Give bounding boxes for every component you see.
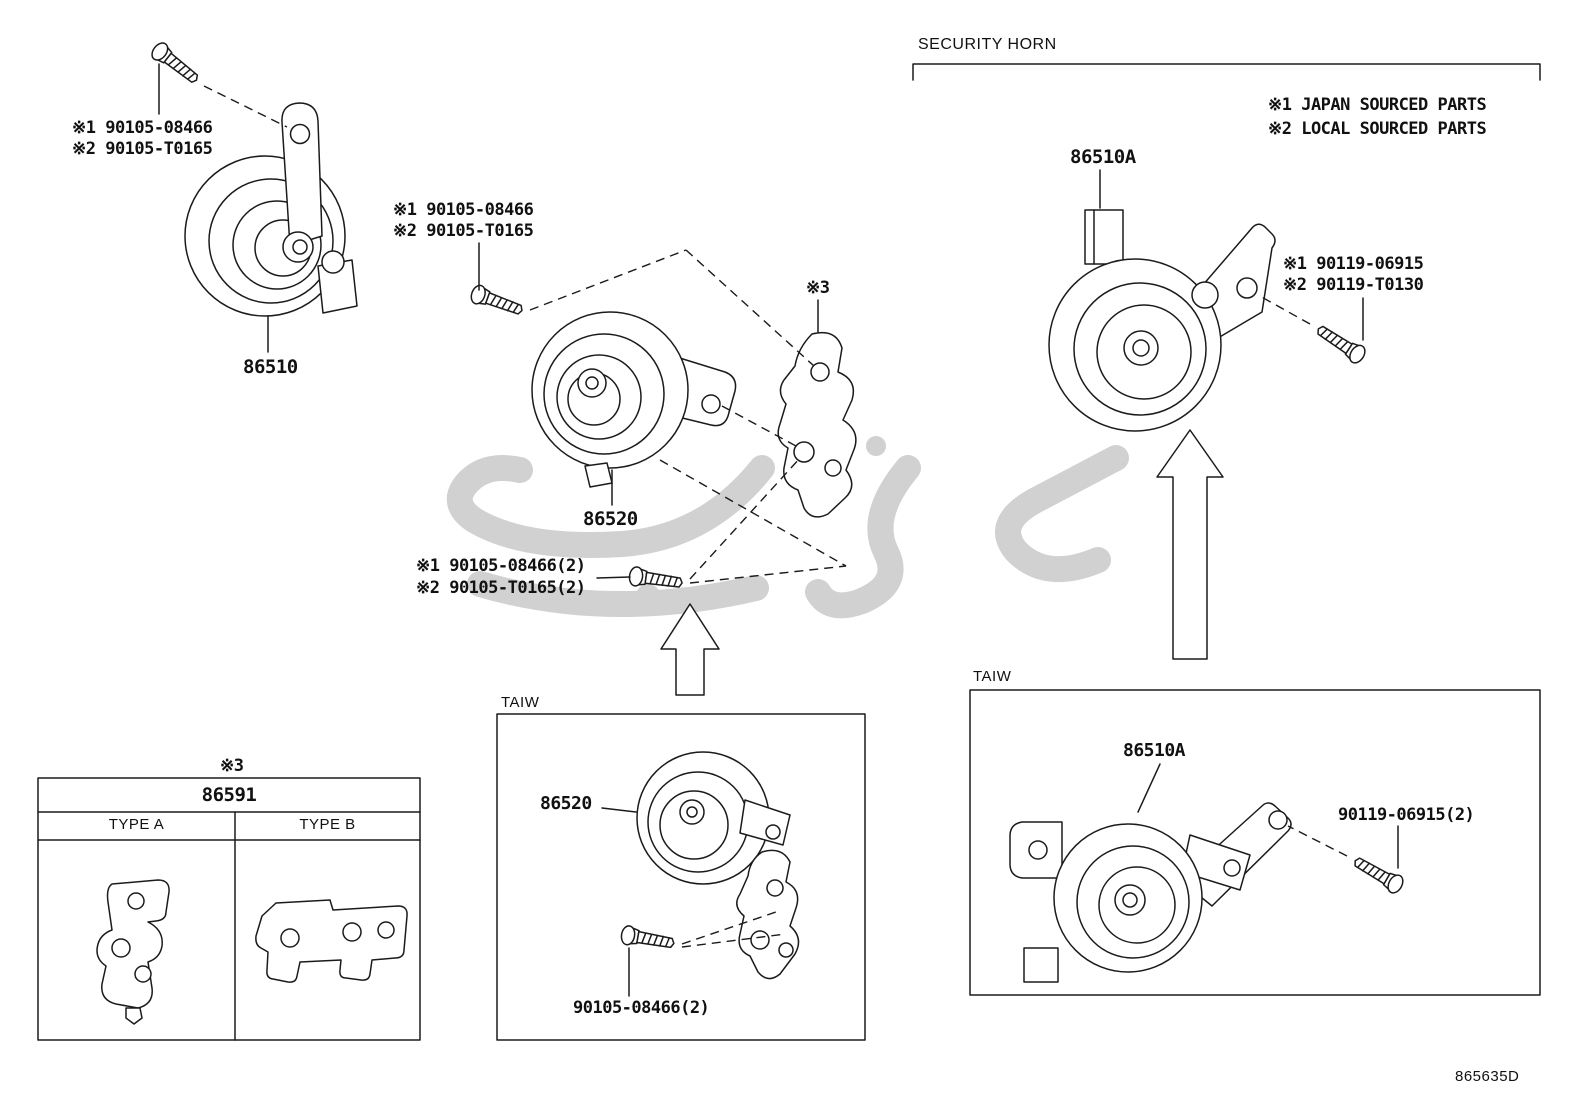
bolt-icon xyxy=(1312,320,1369,367)
bracket-table-ref: ※3 xyxy=(220,756,244,776)
bolt-note-90105-08466-mid[interactable]: ※1 90105-08466 xyxy=(393,200,534,220)
taiw-label-86510a: TAIW xyxy=(973,668,1012,685)
bolt-86520-lower-assembly xyxy=(596,457,847,594)
watermark-logo xyxy=(446,436,1129,619)
horn-86520-drawing xyxy=(531,311,737,506)
bracket-type-table-lines xyxy=(37,777,421,1041)
bolt-note-90105-t0165-mid[interactable]: ※2 90105-T0165 xyxy=(393,221,534,241)
bolt-icon xyxy=(468,282,526,321)
part-label-86510a[interactable]: 86510A xyxy=(1070,146,1136,168)
up-arrow-86520 xyxy=(660,603,720,696)
bolt-note-90105-08466-2[interactable]: ※1 90105-08466(2) xyxy=(416,556,586,576)
taiw-box-86510a xyxy=(969,689,1541,996)
bolt-86510a-assembly xyxy=(1257,294,1369,367)
doc-code: 865635D xyxy=(1455,1068,1520,1085)
bolt-label-90105-08466-2-taiw[interactable]: 90105-08466(2) xyxy=(573,998,710,1018)
bolt-note-90119-t0130[interactable]: ※2 90119-T0130 xyxy=(1283,275,1424,295)
security-horn-title: SECURITY HORN xyxy=(918,36,1057,53)
part-label-86520-taiw[interactable]: 86520 xyxy=(540,793,592,814)
bracket-type-b-drawing xyxy=(255,899,408,983)
bolt-icon xyxy=(148,39,204,89)
security-horn-section-bracket xyxy=(912,63,1541,81)
taiw-label-86520: TAIW xyxy=(501,694,540,711)
bolt-note-90105-08466-tl[interactable]: ※1 90105-08466 xyxy=(72,118,213,138)
japan-sourced-note: ※1 JAPAN SOURCED PARTS xyxy=(1268,95,1487,115)
bolt-86510-assembly xyxy=(148,39,288,128)
horn-86510-drawing xyxy=(184,102,358,353)
part-label-86520[interactable]: 86520 xyxy=(583,508,638,530)
part-label-86510a-taiw[interactable]: 86510A xyxy=(1123,740,1186,761)
bolt-86520-upper-assembly xyxy=(468,242,815,447)
horn-86510a-drawing xyxy=(1048,169,1276,432)
part-label-86591[interactable]: 86591 xyxy=(201,784,257,806)
up-arrow-86510a xyxy=(1156,429,1224,660)
bolt-note-90119-06915[interactable]: ※1 90119-06915 xyxy=(1283,254,1424,274)
table-col-type-a: TYPE A xyxy=(108,816,165,833)
bolt-label-90119-06915-2-taiw[interactable]: 90119-06915(2) xyxy=(1338,805,1475,825)
bracket-ref-mid[interactable]: ※3 xyxy=(806,278,830,298)
bracket-86591-drawing xyxy=(777,299,857,518)
bracket-type-a-drawing xyxy=(96,879,170,1025)
taiw-box-86520 xyxy=(496,713,866,1041)
bolt-note-90105-t0165-tl[interactable]: ※2 90105-T0165 xyxy=(72,139,213,159)
table-col-type-b: TYPE B xyxy=(299,816,356,833)
bolt-note-90105-t0165-2[interactable]: ※2 90105-T0165(2) xyxy=(416,578,586,598)
local-sourced-note: ※2 LOCAL SOURCED PARTS xyxy=(1268,119,1487,139)
part-label-86510[interactable]: 86510 xyxy=(243,356,298,378)
